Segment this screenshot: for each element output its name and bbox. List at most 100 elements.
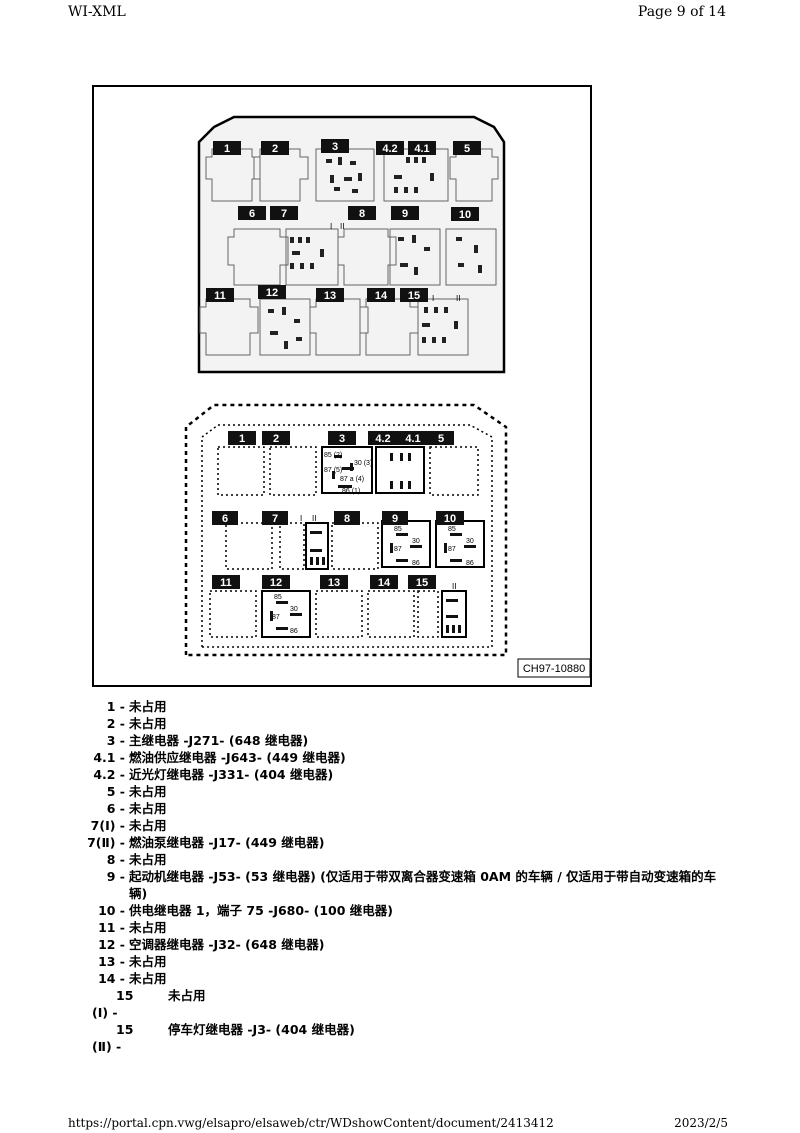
legend-list: 1 -未占用 2 -未占用 3 -主继电器 -J271- (648 继电器) 4… <box>70 698 730 1055</box>
bottom-label-7: 7 <box>272 513 278 525</box>
legend-text: 未占用 <box>129 699 167 714</box>
legend-num: 15 <box>116 988 134 1003</box>
bottom-label-14: 14 <box>378 577 391 589</box>
bottom-label-13: 13 <box>328 577 340 589</box>
legend-num: 11 - <box>98 920 125 935</box>
r10-label-87: 87 <box>448 546 456 553</box>
legend-item-9: 9 -起动机继电器 -J53- (53 继电器) (仅适用于带双离合器变速箱 0… <box>70 868 730 902</box>
legend-text: 供电继电器 1，端子 75 -J680- (100 继电器) <box>129 903 393 918</box>
r12-label-86: 86 <box>290 628 298 635</box>
legend-text: 未占用 <box>129 801 167 816</box>
legend-text <box>125 1038 730 1055</box>
top-carrier-drawing: I II I II <box>197 115 506 374</box>
legend-text: 未占用 <box>129 971 167 986</box>
bottom-label-2: 2 <box>273 433 279 445</box>
legend-item-3: 3 - 主继电器 -J271- (648 继电器) <box>70 732 730 749</box>
top-label-3: 3 <box>332 141 338 153</box>
top-label-10: 10 <box>459 209 471 221</box>
legend-text: 近光灯继电器 -J331- (404 继电器) <box>129 767 334 782</box>
legend-item-4-1: 4.1 -燃油供应继电器 -J643- (449 继电器) <box>70 749 730 766</box>
relay-15-ii-socket <box>441 590 467 638</box>
legend-item-11: 11 -未占用 <box>70 919 730 936</box>
legend-num: (Ⅰ) - <box>92 1005 118 1020</box>
top-label-1: 1 <box>224 143 230 155</box>
legend-text: 未占用 <box>129 784 167 799</box>
top-marker-15-ii: II <box>456 294 460 303</box>
legend-item-15-i-marker: (Ⅰ) - <box>70 1004 730 1021</box>
legend-text: 未占用 <box>129 954 167 969</box>
legend-text: 停车灯继电器 -J3- (404 继电器) <box>168 1022 355 1037</box>
legend-text: 空调器继电器 -J32- (648 继电器) <box>129 937 325 952</box>
legend-num: 9 - <box>106 869 125 884</box>
top-position-labels: 1 2 3 4.2 4.1 5 6 7 8 9 10 11 12 13 14 1… <box>206 139 481 302</box>
legend-num: 8 - <box>106 852 125 867</box>
header-page-number: Page 9 of 14 <box>637 4 726 20</box>
legend-num: 4.2 - <box>93 767 125 782</box>
legend-num: 15 <box>116 1022 134 1037</box>
relay-terminal-labels: 85 (2) 87 (5) 30 (3) 87 a (4) 86 (1) 85 … <box>272 452 474 635</box>
top-label-5: 5 <box>464 143 470 155</box>
legend-num: 7(Ⅱ) - <box>87 835 125 850</box>
top-label-14: 14 <box>375 290 388 302</box>
r9-label-86: 86 <box>412 560 420 567</box>
legend-item-10: 10 - 供电继电器 1，端子 75 -J680- (100 继电器) <box>70 902 730 919</box>
legend-item-15-i: 15 未占用 <box>70 987 730 1004</box>
legend-num: 14 - <box>98 971 125 986</box>
bottom-label-4-2: 4.2 <box>375 433 390 445</box>
legend-item-13: 13 - 未占用 <box>70 953 730 970</box>
r3-label-87: 87 (5) <box>324 467 342 474</box>
bottom-label-10: 10 <box>444 513 456 525</box>
legend-item-5: 5 - 未占用 <box>70 783 730 800</box>
bottom-label-9: 9 <box>392 513 398 525</box>
bottom-label-8: 8 <box>344 513 350 525</box>
top-marker-7-ii: II <box>340 222 344 231</box>
r10-label-30: 30 <box>466 538 474 545</box>
bottom-label-15: 15 <box>416 577 428 589</box>
legend-text: 未占用 <box>129 852 167 867</box>
top-label-2: 2 <box>272 143 278 155</box>
legend-item-7-ii: 7(Ⅱ) -燃油泵继电器 -J17- (449 继电器) <box>70 834 730 851</box>
bottom-label-12: 12 <box>270 577 282 589</box>
bottom-label-1: 1 <box>239 433 245 445</box>
relay-3-socket <box>321 446 373 494</box>
r12-label-30: 30 <box>290 606 298 613</box>
top-label-11: 11 <box>214 290 226 302</box>
r12-label-87: 87 <box>272 614 280 621</box>
relay-terminal-pads <box>270 453 476 633</box>
r9-label-30: 30 <box>412 538 420 545</box>
relay-4-socket <box>375 446 425 494</box>
legend-num: 10 - <box>98 903 125 918</box>
legend-text: 未占用 <box>129 818 167 833</box>
bottom-marker-7-ii: II <box>312 514 316 523</box>
legend-item-6: 6 -未占用 <box>70 800 730 817</box>
relay-12-socket <box>261 590 311 638</box>
top-label-9: 9 <box>402 208 408 220</box>
bottom-relays <box>261 446 485 638</box>
legend-item-14: 14 - 未占用 <box>70 970 730 987</box>
legend-num: 7(Ⅰ) - <box>90 818 125 833</box>
legend-num: 13 - <box>98 954 125 969</box>
footer-url: https://portal.cpn.vwg/elsapro/elsaweb/c… <box>68 1116 554 1130</box>
top-label-7: 7 <box>281 208 287 220</box>
top-label-15: 15 <box>408 290 420 302</box>
top-marker-7-i: I <box>330 222 332 231</box>
r10-label-86: 86 <box>466 560 474 567</box>
legend-item-4-2: 4.2 - 近光灯继电器 -J331- (404 继电器) <box>70 766 730 783</box>
legend-item-7-i: 7(Ⅰ) - 未占用 <box>70 817 730 834</box>
legend-text: 未占用 <box>168 988 206 1003</box>
top-marker-15-i: I <box>432 294 434 303</box>
legend-text: 主继电器 -J271- (648 继电器) <box>129 733 309 748</box>
figure-code: CH97-10880 <box>523 663 585 675</box>
bottom-marker-15-ii: II <box>452 582 456 591</box>
legend-num: 5 - <box>106 784 125 799</box>
r3-label-85: 85 (2) <box>324 452 342 459</box>
bottom-schematic <box>184 403 508 657</box>
header-doc-type: WI-XML <box>68 4 126 20</box>
legend-num: 4.1 - <box>93 750 125 765</box>
top-label-4-2: 4.2 <box>382 143 397 155</box>
r12-label-85: 85 <box>274 594 282 601</box>
legend-num: 3 - <box>106 733 125 748</box>
legend-item-12: 12 -空调器继电器 -J32- (648 继电器) <box>70 936 730 953</box>
top-label-8: 8 <box>359 208 365 220</box>
r3-label-86: 86 (1) <box>342 488 360 495</box>
